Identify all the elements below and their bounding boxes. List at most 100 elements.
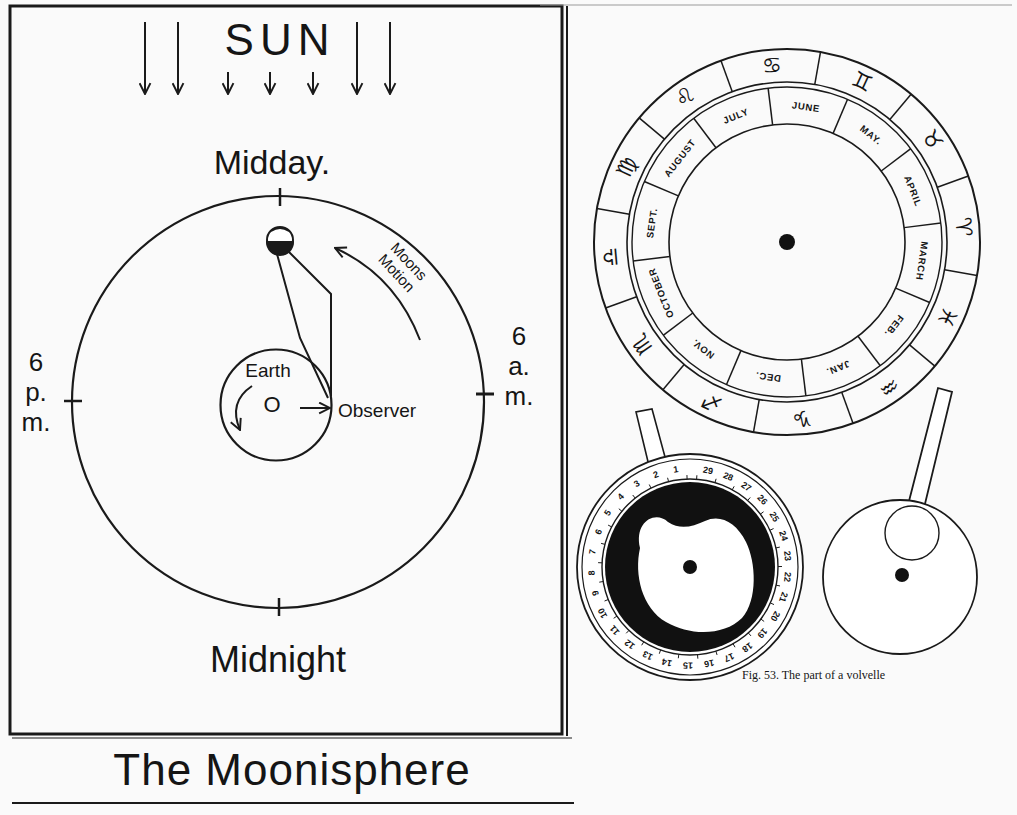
- moon-phase-disc: [577, 454, 803, 680]
- ring-divider: [597, 208, 629, 214]
- moon-phase-disc: [602, 479, 778, 655]
- month-label: OCTOBER: [647, 267, 676, 320]
- time-label: Midday.: [214, 145, 331, 179]
- day-tick: [761, 619, 764, 621]
- day-tick: [776, 547, 780, 549]
- day-tick: [601, 543, 605, 544]
- ring-divider: [890, 94, 911, 119]
- zodiac-sign: ♍: [612, 154, 640, 181]
- day-tick: [598, 475, 782, 659]
- day-tick: [697, 655, 698, 659]
- earth-mark: O: [263, 394, 280, 416]
- ring-divider: [633, 256, 670, 261]
- day-tick: [770, 529, 774, 531]
- ring-divider: [904, 223, 941, 228]
- ring-divider: [753, 400, 759, 432]
- volvelle-calendar: [669, 124, 905, 360]
- month-label: FEB.: [883, 313, 906, 338]
- ring-divider: [945, 270, 977, 276]
- day-tick: [642, 642, 644, 645]
- moon-orbit: [279, 188, 282, 206]
- panel-frame: [10, 5, 1012, 803]
- month-label: APRIL: [903, 174, 924, 208]
- ring-divider: [842, 392, 853, 423]
- day-number: 15: [683, 660, 693, 669]
- zodiac-sign: ♎: [599, 247, 623, 269]
- zodiac-sign: ♑: [792, 406, 814, 430]
- ring-divider: [896, 288, 930, 302]
- sun-label: SUN: [225, 18, 336, 62]
- month-label: DEC.: [755, 370, 782, 383]
- zodiac-sign: ♈: [951, 216, 975, 238]
- day-tick: [716, 651, 717, 655]
- month-label: MAY.: [858, 123, 884, 146]
- earth-rotation-arrow: [236, 386, 252, 430]
- month-label: SEPT.: [645, 207, 659, 238]
- moon-phase-disc: [605, 482, 775, 652]
- day-tick: [748, 497, 751, 500]
- day-tick: [760, 512, 763, 514]
- pointer-disc: [885, 506, 939, 560]
- sun-rays: [356, 22, 358, 94]
- day-number: 22: [783, 571, 793, 582]
- pointer-disc: [823, 388, 977, 654]
- pointer-disc: [823, 500, 977, 654]
- earth-circle: EarthO: [219, 348, 333, 462]
- panel-frame: [566, 6, 568, 736]
- day-tick: [748, 633, 751, 636]
- day-tick: [599, 581, 603, 583]
- day-tick: [686, 475, 687, 479]
- moon-phase-disc: [683, 560, 697, 574]
- ring-divider: [721, 61, 732, 92]
- volvelle-calendar: [594, 49, 980, 435]
- earth-label: Earth: [245, 361, 290, 380]
- day-tick: [776, 585, 780, 587]
- motion-label: Moons Motion: [375, 239, 431, 295]
- month-label: JAN.: [825, 359, 852, 377]
- panel-frame: [10, 6, 562, 734]
- day-number: 29: [702, 465, 713, 476]
- day-tick: [649, 485, 651, 489]
- day-tick: [659, 650, 660, 654]
- ring-divider: [815, 52, 821, 84]
- panel-frame: [12, 737, 572, 738]
- day-tick: [608, 525, 612, 527]
- moon-phase-disc: [582, 459, 798, 675]
- moon-orbit: [278, 598, 281, 616]
- day-number: 16: [703, 658, 715, 669]
- time-label: 6 a. m.: [505, 321, 534, 411]
- observer-label: Observer: [338, 401, 416, 420]
- moon-orbit: [476, 393, 494, 396]
- zodiac-sign: ♉: [917, 126, 946, 155]
- zodiac-sign: ♏: [627, 329, 656, 358]
- moon-orbit: [64, 188, 494, 616]
- ring-divider: [937, 176, 968, 187]
- ring-divider: [597, 52, 977, 432]
- sun-rays: [269, 72, 271, 94]
- title-band: The Moonisphere: [12, 738, 572, 802]
- moon: [271, 228, 289, 231]
- sun-rays: [177, 22, 179, 94]
- day-number: 23: [782, 551, 792, 562]
- zodiac-sign: ♊: [848, 67, 875, 95]
- day-tick: [614, 616, 617, 618]
- day-tick: [667, 478, 669, 482]
- moon-orbit: [72, 196, 484, 608]
- ring-divider: [663, 365, 684, 390]
- observer-arrow: [300, 407, 330, 409]
- day-tick: [715, 479, 716, 483]
- ring-divider: [881, 149, 911, 171]
- earth-outline: [221, 350, 332, 461]
- ring-divider: [858, 336, 880, 366]
- panel-frame: [540, 4, 1012, 5]
- observer-pointer: [288, 251, 331, 396]
- month-label: NOV.: [690, 338, 716, 361]
- moon-phase-disc: [638, 517, 754, 632]
- day-tick: [733, 644, 735, 647]
- sun-rays: [227, 72, 229, 94]
- month-label: JULY: [722, 106, 750, 125]
- title: The Moonisphere: [113, 748, 470, 792]
- ring-divider: [726, 351, 740, 385]
- figure-caption: Fig. 53. The part of a volvelle: [742, 669, 885, 681]
- zodiac-sign: ♒: [874, 372, 903, 401]
